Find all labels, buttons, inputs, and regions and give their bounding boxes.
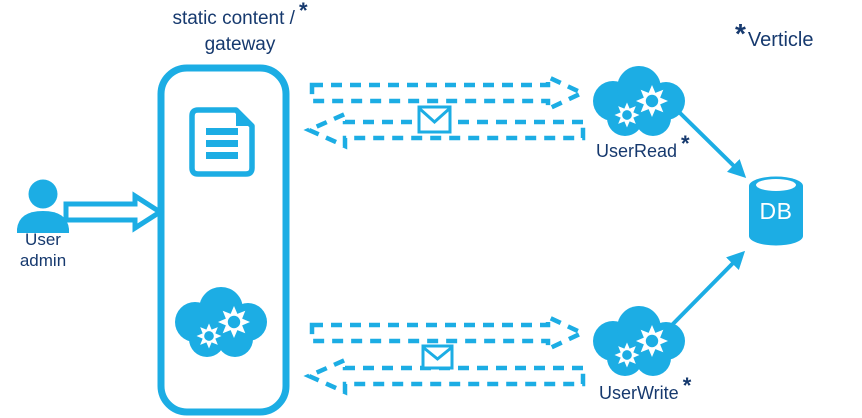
- envelope-icon: [421, 344, 454, 370]
- legend: * Verticle: [735, 18, 814, 52]
- userread-label: UserRead*: [596, 131, 690, 163]
- userwrite-label: UserWrite*: [599, 373, 691, 405]
- dashed-right-arrow-icon: [309, 73, 588, 113]
- document-icon: [189, 107, 255, 177]
- gateway-title: static content /* gateway: [150, 0, 330, 58]
- dashed-left-arrow-icon: [303, 110, 586, 150]
- dashed-right-arrow-icon: [309, 313, 588, 353]
- gateway-title-text: static content /: [172, 8, 295, 29]
- cloud-gears-icon: [593, 306, 685, 376]
- user-label: User admin: [19, 230, 67, 270]
- gateway-title-line2: gateway: [204, 34, 276, 55]
- verticle-asterisk: *: [682, 373, 692, 398]
- dashed-left-arrow-icon: [303, 356, 586, 396]
- envelope-icon: [417, 105, 452, 134]
- gateway-title-line1: static content /*: [150, 0, 330, 32]
- user-icon: [17, 179, 69, 233]
- verticle-asterisk: *: [681, 131, 690, 156]
- db-label: DB: [759, 198, 793, 224]
- legend-label: Verticle: [747, 29, 814, 51]
- userread-to-db-arrow: [677, 110, 747, 179]
- user-to-gateway-arrow: [63, 191, 165, 233]
- userwrite-label-text: UserWrite: [599, 383, 679, 403]
- database-cylinder-icon: [749, 176, 803, 246]
- userwrite-to-db-arrow: [666, 250, 746, 331]
- legend-asterisk: *: [735, 18, 746, 49]
- verticle-asterisk: *: [298, 0, 308, 23]
- userread-label-text: UserRead: [596, 141, 678, 161]
- cloud-gears-icon: [593, 66, 685, 136]
